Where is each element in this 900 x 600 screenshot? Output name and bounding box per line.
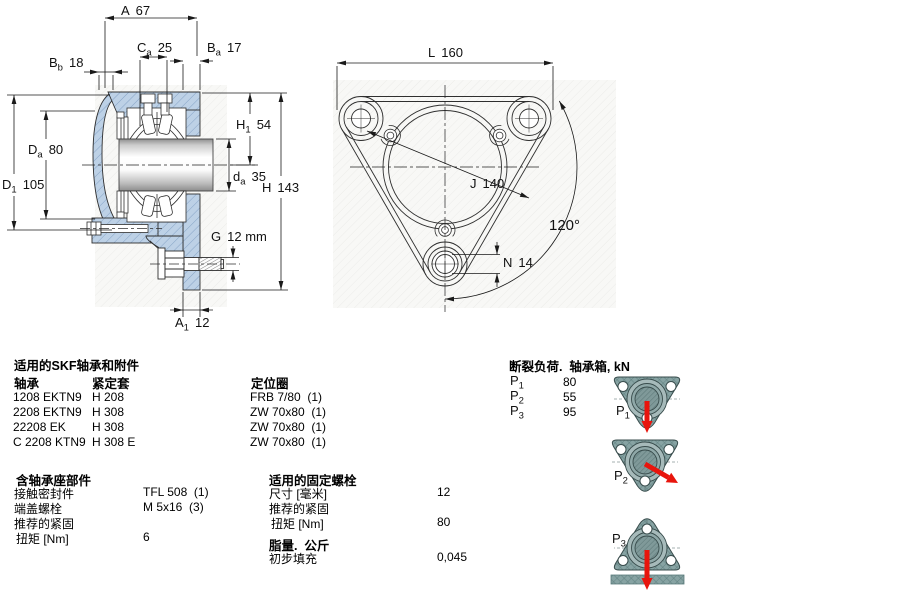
end-cover-bolt [80, 221, 162, 236]
icon-label-p3: P3 [612, 531, 626, 550]
bearings-title: 适用的SKF轴承和附件 [14, 359, 140, 373]
parts-label: 接触密封件 [14, 487, 75, 501]
bearing-cell: C 2208 KTN9 [13, 435, 86, 449]
load-arrow-p2 [643, 461, 670, 480]
load-direction-icons [610, 376, 685, 590]
bolts-label: 扭矩 [Nm] [271, 517, 324, 531]
bolts-value: 12 [437, 485, 451, 499]
parts-label: 端盖螺栓 [14, 502, 63, 516]
locating-cell: ZW 70x80 (1) [250, 420, 327, 434]
locating-cell: ZW 70x80 (1) [250, 405, 327, 419]
parts-value: 6 [143, 530, 150, 544]
foundation-bolt [150, 247, 240, 280]
sleeve-cell: H 208 [92, 390, 125, 404]
icon-label-p1: P1 [616, 403, 630, 422]
locating-cell: FRB 7/80 (1) [250, 390, 323, 404]
bearing-cell: 1208 EKTN9 [13, 390, 82, 404]
dim-label-angle: 120° [549, 217, 581, 234]
cap-bolts [140, 93, 173, 116]
bearing-cell: 22208 EK [13, 420, 66, 434]
parts-label: 扭矩 [Nm] [16, 532, 69, 546]
sleeve-cell: H 308 [92, 405, 125, 419]
loads-value-p1: 80 [563, 375, 577, 389]
sleeve-cell: H 308 [92, 420, 125, 434]
parts-label: 推荐的紧固 [14, 517, 75, 531]
icon-label-p2: P2 [614, 468, 628, 487]
housing-section-view [7, 15, 288, 317]
bolts-title: 适用的固定螺栓 [269, 474, 357, 488]
parts-value: TFL 508 (1) [143, 485, 209, 499]
parts-value: M 5x16 (3) [143, 500, 204, 514]
parts-title: 含轴承座部件 [16, 474, 92, 488]
grease-value: 0,045 [437, 550, 468, 564]
locating-title: 定位圈 [251, 377, 289, 391]
grease-label: 初步填充 [269, 552, 318, 566]
bolts-label: 尺寸 [毫米] [269, 487, 328, 501]
col-bearing: 轴承 [14, 377, 40, 391]
loads-label-p2: P2 [510, 388, 524, 407]
bearing-cell: 2208 EKTN9 [13, 405, 82, 419]
flange-front-view [333, 60, 616, 312]
loads-label-p3: P3 [510, 403, 524, 422]
bearing-bottom [116, 190, 187, 223]
loads-value-p2: 55 [563, 390, 577, 404]
grease-title: 脂量. 公斤 [269, 539, 330, 553]
bolts-value: 80 [437, 515, 451, 529]
sleeve-cell: H 308 E [92, 435, 136, 449]
col-sleeve: 紧定套 [92, 377, 130, 391]
loads-title: 断裂负荷. 轴承箱, kN [509, 360, 630, 374]
loads-label-p1: P1 [510, 373, 524, 392]
locating-cell: ZW 70x80 (1) [250, 435, 327, 449]
bolts-label: 推荐的紧固 [269, 502, 330, 516]
bearing-top [116, 107, 187, 140]
loads-value-p3: 95 [563, 405, 577, 419]
